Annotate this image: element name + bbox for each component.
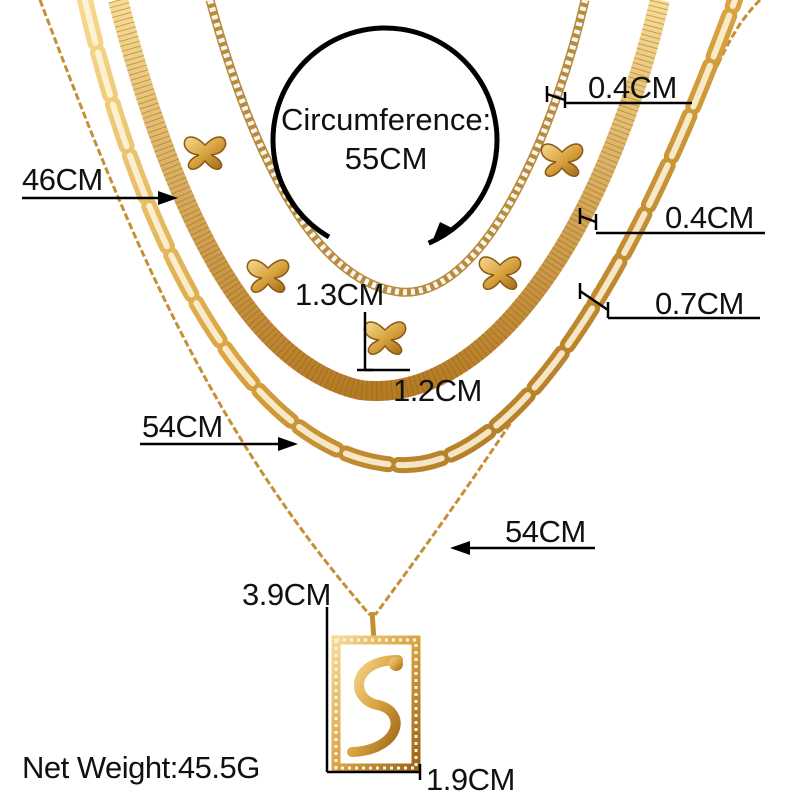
label-chain-width: 0.7CM: [655, 286, 744, 321]
label-necklace-54-chain: 54CM: [142, 409, 223, 444]
tennis-chain-stones: [207, 0, 588, 296]
circumference-title: Circumference:: [281, 102, 492, 137]
label-butterfly-width: 1.2CM: [393, 373, 482, 408]
label-pendant-height: 3.9CM: [242, 577, 331, 612]
circumference-circle: [270, 25, 500, 255]
label-necklace-54-pendant: 54CM: [505, 514, 586, 549]
net-weight-label: Net Weight:45.5G: [22, 750, 260, 785]
label-clasp-top: 0.4CM: [588, 70, 677, 105]
herringbone-chain: [108, 0, 670, 401]
label-necklace-46: 46CM: [22, 162, 103, 197]
pendant-chain-left: [38, 0, 372, 616]
dimension-lines: [325, 86, 765, 780]
circumference-arrowhead: [432, 222, 452, 242]
circumference-value: 55CM: [344, 140, 428, 176]
paperclip-chain-inner: [82, 0, 738, 469]
circumference-label: Circumference: 55CM: [281, 101, 491, 179]
label-pendant-width: 1.9CM: [426, 762, 515, 797]
dragon-pendant: [331, 611, 421, 773]
arrows: [22, 191, 595, 555]
label-butterfly-height: 1.3CM: [295, 277, 384, 312]
label-clasp-mid: 0.4CM: [665, 200, 754, 235]
